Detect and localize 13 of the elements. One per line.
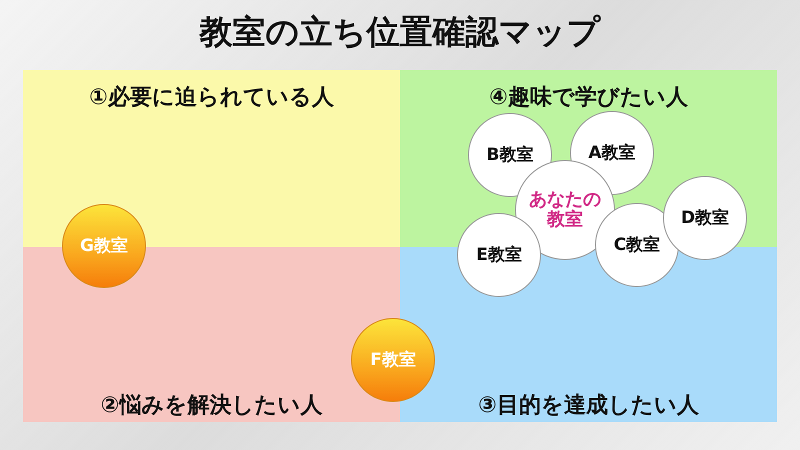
classroom-label: B教室 (486, 146, 534, 164)
quadrant-heading: ④趣味で学びたい人 (488, 84, 689, 112)
title: 教室の立ち位置確認マップ (198, 11, 602, 53)
classroom-label: D教室 (680, 208, 730, 228)
classroom-label: F教室 (370, 350, 416, 370)
quadrant-heading: ①必要に迫られている人 (88, 84, 335, 112)
classroom-label: C教室 (614, 236, 660, 254)
classroom-label: G教室 (80, 236, 128, 256)
classroom-label: E教室 (476, 246, 522, 264)
quadrant-heading: ③目的を達成したい人 (477, 392, 700, 420)
classroom-label: A教室 (588, 144, 636, 162)
quadrant-heading: ②悩みを解決したい人 (100, 392, 324, 420)
classroom-label: あなたの教室 (529, 190, 601, 230)
